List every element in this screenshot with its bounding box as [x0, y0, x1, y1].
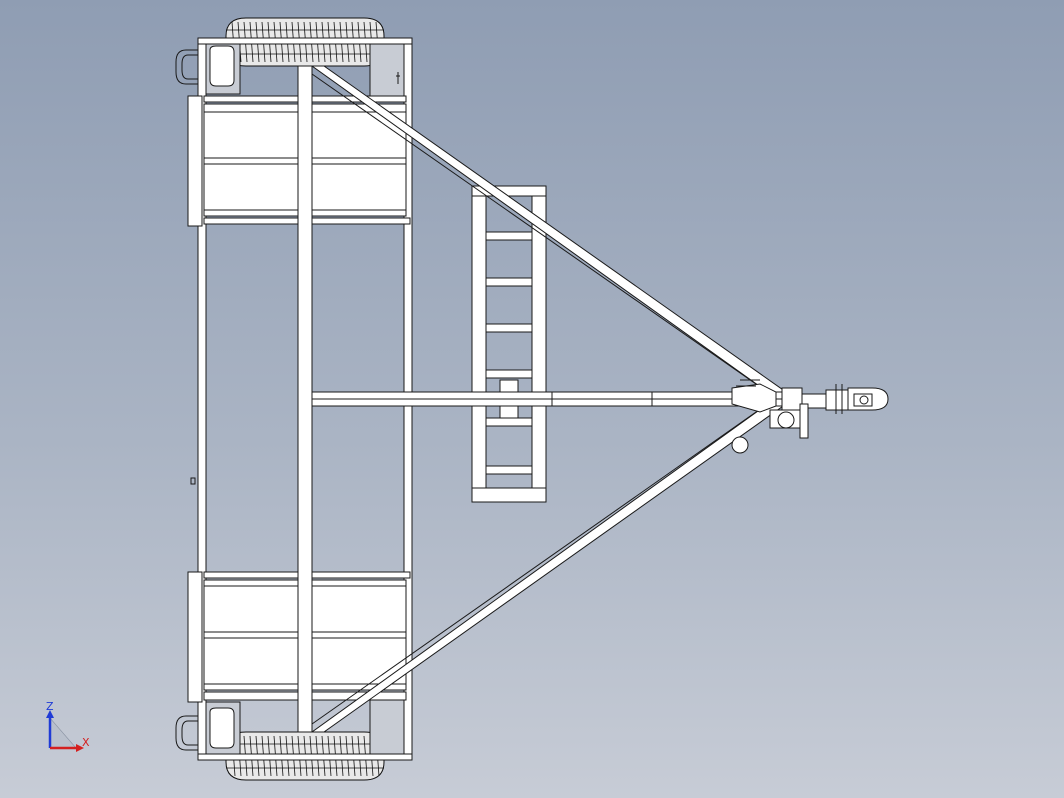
ladder-frame: [471, 185, 547, 503]
ladder-rung: [485, 417, 533, 427]
jack-wheel: [731, 379, 809, 454]
center-tongue: [311, 391, 783, 407]
ladder-rung: [485, 323, 533, 333]
bottom-rear-hook: [175, 715, 200, 751]
top-rear-hook: [175, 49, 200, 85]
triad-plane: [49, 717, 77, 749]
axle-beam: [297, 65, 313, 733]
ladder-rung: [485, 277, 533, 287]
z-axis-arrowhead: [46, 710, 54, 718]
ladder-rung: [485, 465, 533, 475]
drawbar-diagonals: [310, 65, 787, 733]
hitch-coupler: [731, 383, 889, 414]
ladder-rung: [485, 231, 533, 241]
x-axis-arrowhead: [76, 744, 84, 752]
orientation-triad: Z X: [46, 700, 90, 752]
ladder-rung: [485, 369, 533, 379]
x-axis-label: X: [82, 736, 90, 749]
z-axis-label: Z: [46, 700, 54, 713]
